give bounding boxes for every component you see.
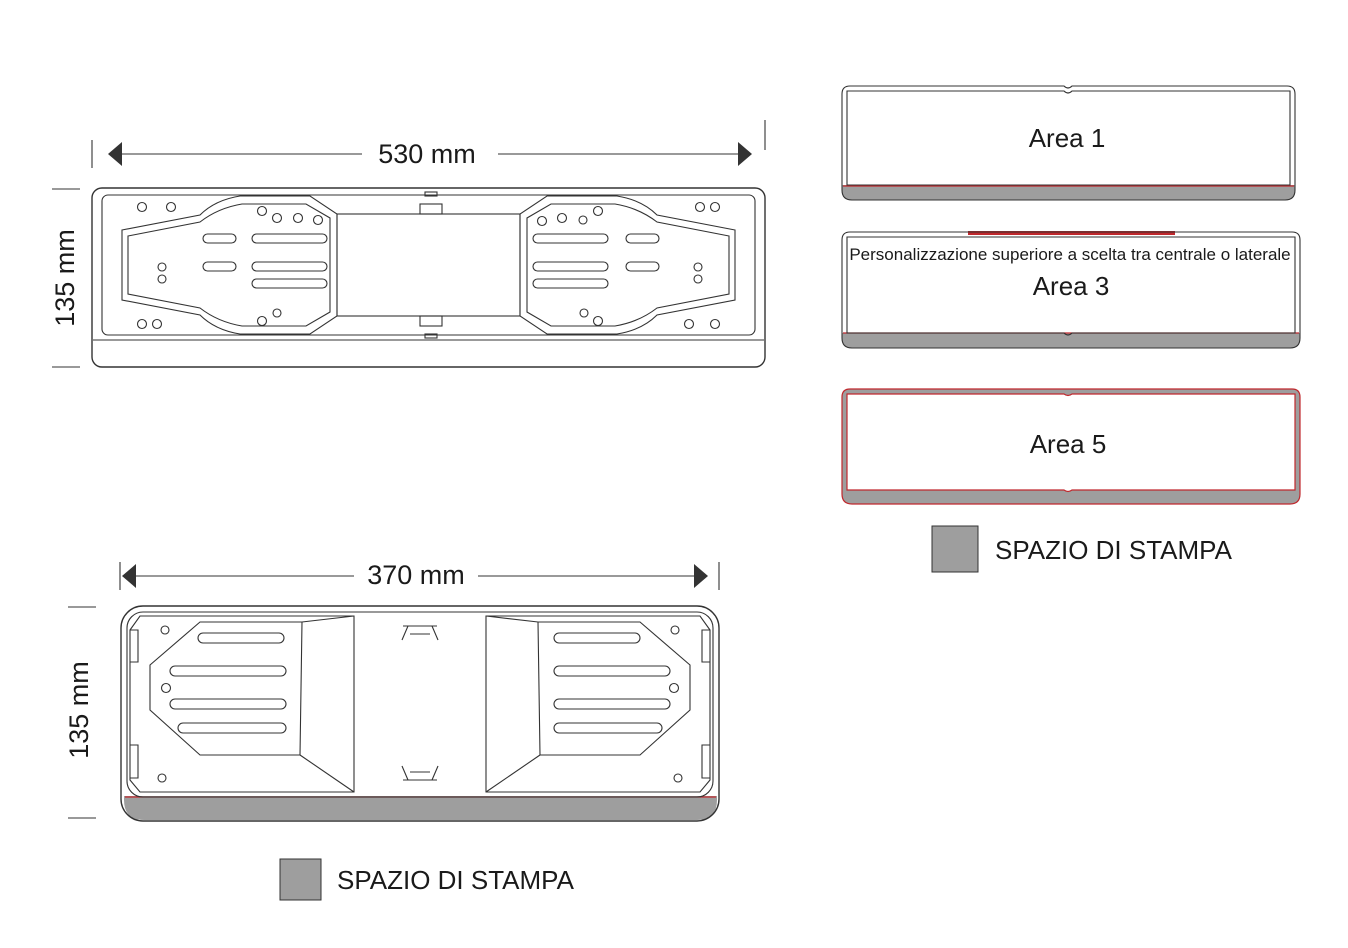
print-area-swatch [931, 525, 979, 573]
area3-note: Personalizzazione superiore a scelta tra… [849, 245, 1290, 264]
large-plate-height-label: 135 mm [50, 229, 80, 327]
area3-plate: Personalizzazione superiore a scelta tra… [841, 231, 1301, 349]
small-plate-legend: SPAZIO DI STAMPA [279, 858, 575, 901]
large-plate-height-dimension: 135 mm [50, 188, 80, 368]
area3-label: Area 3 [1033, 271, 1110, 301]
large-plate-drawing [91, 187, 766, 368]
area1-label: Area 1 [1029, 123, 1106, 153]
area5-plate: Area 5 [841, 388, 1301, 505]
small-plate-width-label: 370 mm [367, 560, 465, 590]
small-plate-height-label: 135 mm [64, 661, 94, 759]
small-plate-width-dimension: 370 mm [119, 560, 720, 590]
large-plate-width-dimension: 530 mm [91, 120, 766, 169]
area1-plate: Area 1 [841, 85, 1296, 201]
small-plate-height-dimension: 135 mm [64, 606, 96, 819]
area5-label: Area 5 [1030, 429, 1107, 459]
small-plate-legend-label: SPAZIO DI STAMPA [337, 865, 575, 895]
small-print-area-swatch [279, 858, 322, 901]
area-legend-label: SPAZIO DI STAMPA [995, 535, 1233, 565]
area-legend: SPAZIO DI STAMPA [931, 525, 1233, 573]
small-plate-drawing [120, 605, 720, 822]
large-plate-width-label: 530 mm [378, 139, 476, 169]
